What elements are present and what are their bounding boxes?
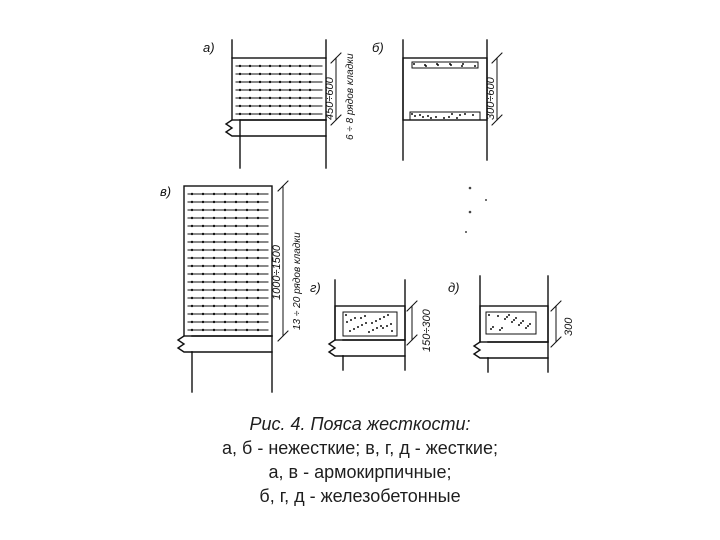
dim-a-height: 450÷600 (324, 76, 336, 120)
stiffening-belts-drawing: а) б) в) г) д) 450÷600 6 ÷ 8 рядов кладк… (160, 39, 575, 393)
label-panel-a: а) (203, 40, 215, 55)
panel-d-drawing (472, 275, 562, 373)
dim-v-rows: 13 ÷ 20 рядов кладки (292, 232, 303, 330)
figure-caption: Рис. 4. Пояса жесткости: а, б - нежестки… (0, 412, 720, 508)
label-panel-g: г) (310, 280, 321, 295)
caption-title: Рис. 4. Пояса жесткости: (249, 414, 471, 434)
panel-v-drawing (176, 180, 289, 393)
dim-a-rows: 6 ÷ 8 рядов кладки (345, 53, 356, 140)
panel-a-drawing (224, 39, 342, 169)
panel-b-drawing (402, 39, 503, 161)
label-panel-b: б) (372, 40, 384, 55)
caption-line-2: а, в - армокирпичные; (268, 462, 452, 482)
panel-g-drawing (327, 279, 418, 371)
dim-d-height: 300 (563, 317, 575, 336)
dim-b-height: 300÷600 (485, 76, 497, 120)
caption-line-1: а, б - нежесткие; в, г, д - жесткие; (222, 438, 498, 458)
caption-line-3: б, г, д - железобетонные (259, 486, 461, 506)
dim-v-height: 1000÷1500 (271, 244, 283, 300)
label-panel-d: д) (448, 280, 460, 295)
dim-g-height: 150÷300 (421, 308, 433, 352)
label-panel-v: в) (160, 184, 171, 199)
